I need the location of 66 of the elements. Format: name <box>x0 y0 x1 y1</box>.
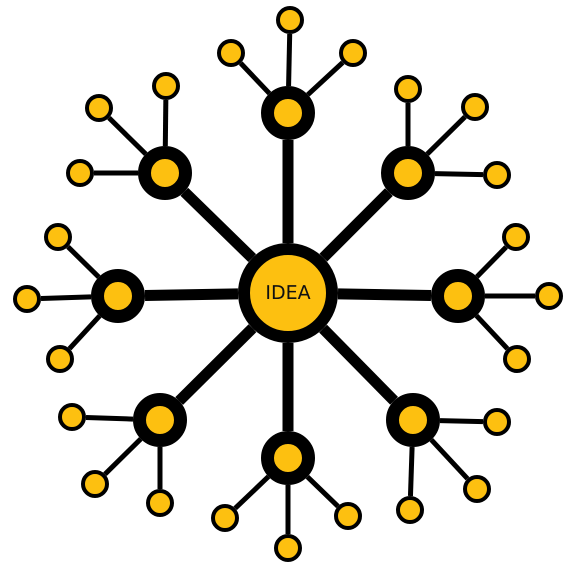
leaf-circle <box>461 93 489 121</box>
connector-line <box>434 171 484 178</box>
connector-line <box>144 288 238 302</box>
leaf-circle <box>334 502 362 530</box>
connector-line <box>175 324 256 405</box>
branch-circle <box>133 393 187 447</box>
connector-line <box>233 474 270 510</box>
leaf-circle <box>483 408 511 436</box>
leaf-circle <box>217 39 245 67</box>
connector-line <box>430 438 470 480</box>
connector-line <box>180 188 256 262</box>
leaf-circle <box>13 285 41 313</box>
leaf-circle <box>81 470 109 498</box>
connector-line <box>68 314 102 350</box>
connector-line <box>282 343 294 431</box>
leaf-circle <box>44 223 72 251</box>
leaf-circle <box>503 345 531 373</box>
leaf-circle <box>483 161 511 189</box>
connector-line <box>440 418 484 424</box>
connector-line <box>40 294 92 302</box>
leaf-circle <box>146 489 174 517</box>
connector-line <box>238 61 272 96</box>
connector-line <box>425 115 467 156</box>
leaf-circle <box>152 72 180 100</box>
connector-line <box>162 100 168 146</box>
connector-line <box>319 188 393 262</box>
connector-line <box>282 140 294 243</box>
leaf-circle <box>58 403 86 431</box>
node-label: IDEA <box>265 282 311 304</box>
connector-line <box>474 314 510 350</box>
leaf-circle <box>274 534 302 562</box>
connector-line <box>319 324 398 405</box>
branch-circle <box>261 86 315 140</box>
connector-line <box>86 414 134 422</box>
branch-circle <box>381 146 435 200</box>
leaf-circle <box>66 159 94 187</box>
connector-line <box>306 60 344 97</box>
connector-line <box>306 474 340 508</box>
leaf-circle <box>502 223 530 251</box>
connector-line <box>338 288 432 302</box>
connector-line <box>107 116 148 156</box>
connector-line <box>485 294 535 298</box>
leaf-circle <box>276 6 304 34</box>
branch-circle <box>138 146 192 200</box>
leaf-circle <box>211 504 239 532</box>
connector-line <box>103 437 143 476</box>
branch-circle <box>386 393 440 447</box>
leaf-circle <box>535 282 563 310</box>
connector-line <box>66 245 100 279</box>
leaf-circle <box>46 345 74 373</box>
leaf-circle <box>394 75 422 103</box>
central-circle <box>238 243 338 343</box>
branch-circle <box>91 269 145 323</box>
connector-line <box>286 485 290 534</box>
leaf-circle <box>463 475 491 503</box>
branch-circle <box>261 431 315 485</box>
branch-circle <box>431 269 485 323</box>
connector-line <box>475 245 508 278</box>
leaf-circle <box>85 94 113 122</box>
leaf-circle <box>396 496 424 524</box>
connector-line <box>158 447 162 489</box>
connector-line <box>406 103 410 146</box>
connector-line <box>286 34 292 86</box>
connector-line <box>94 170 138 176</box>
connector-line <box>408 446 415 496</box>
leaf-circle <box>339 39 367 67</box>
